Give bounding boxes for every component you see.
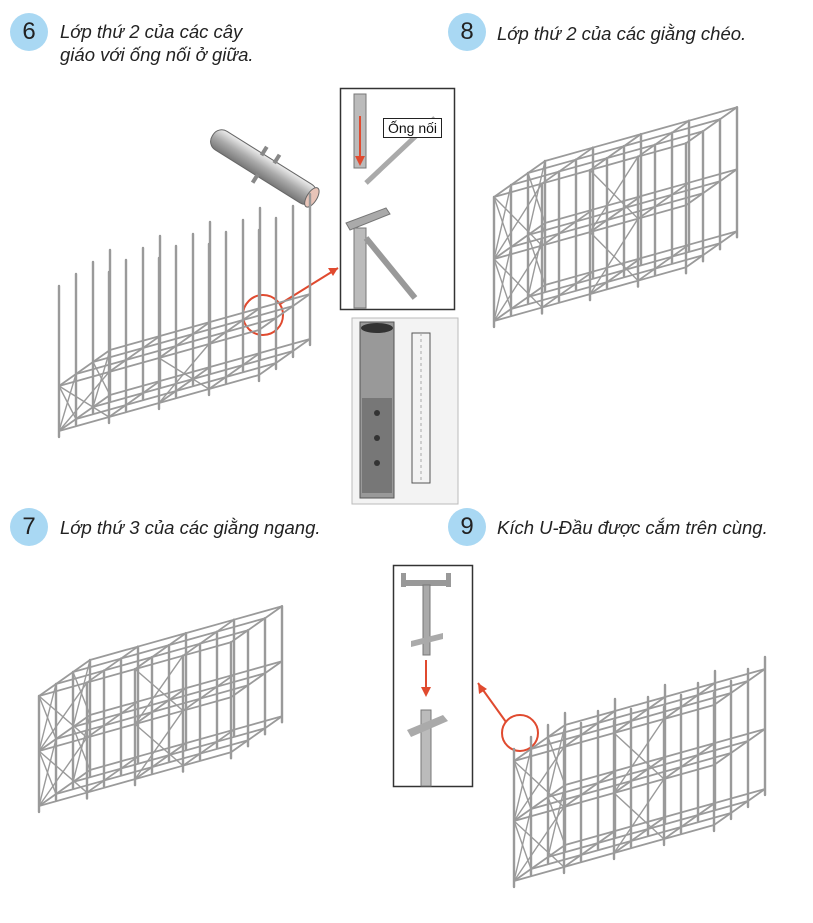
coupler-label: Ống nối bbox=[383, 118, 443, 138]
step-7-caption: Lớp thứ 3 của các giằng ngang. bbox=[60, 517, 321, 538]
coupler-section-detail bbox=[351, 317, 459, 505]
step-number: 6 bbox=[22, 18, 36, 45]
step-6-badge: 6 bbox=[10, 13, 48, 51]
step-number: 7 bbox=[22, 513, 36, 540]
step-9-badge: 9 bbox=[448, 508, 486, 546]
uhead-detail-box bbox=[392, 564, 474, 788]
step-8-badge: 8 bbox=[448, 13, 486, 51]
step-8-caption: Lớp thứ 2 của các giằng chéo. bbox=[497, 23, 747, 44]
step-number: 9 bbox=[460, 513, 474, 540]
coupler-pipe-illustration bbox=[210, 129, 320, 208]
step-number: 8 bbox=[460, 18, 474, 45]
step-7-badge: 7 bbox=[10, 508, 48, 546]
step-9-caption: Kích U-Đầu được cắm trên cùng. bbox=[497, 517, 768, 538]
step-6-caption: Lớp thứ 2 của các cây giáo với ống nối ở… bbox=[60, 21, 254, 65]
